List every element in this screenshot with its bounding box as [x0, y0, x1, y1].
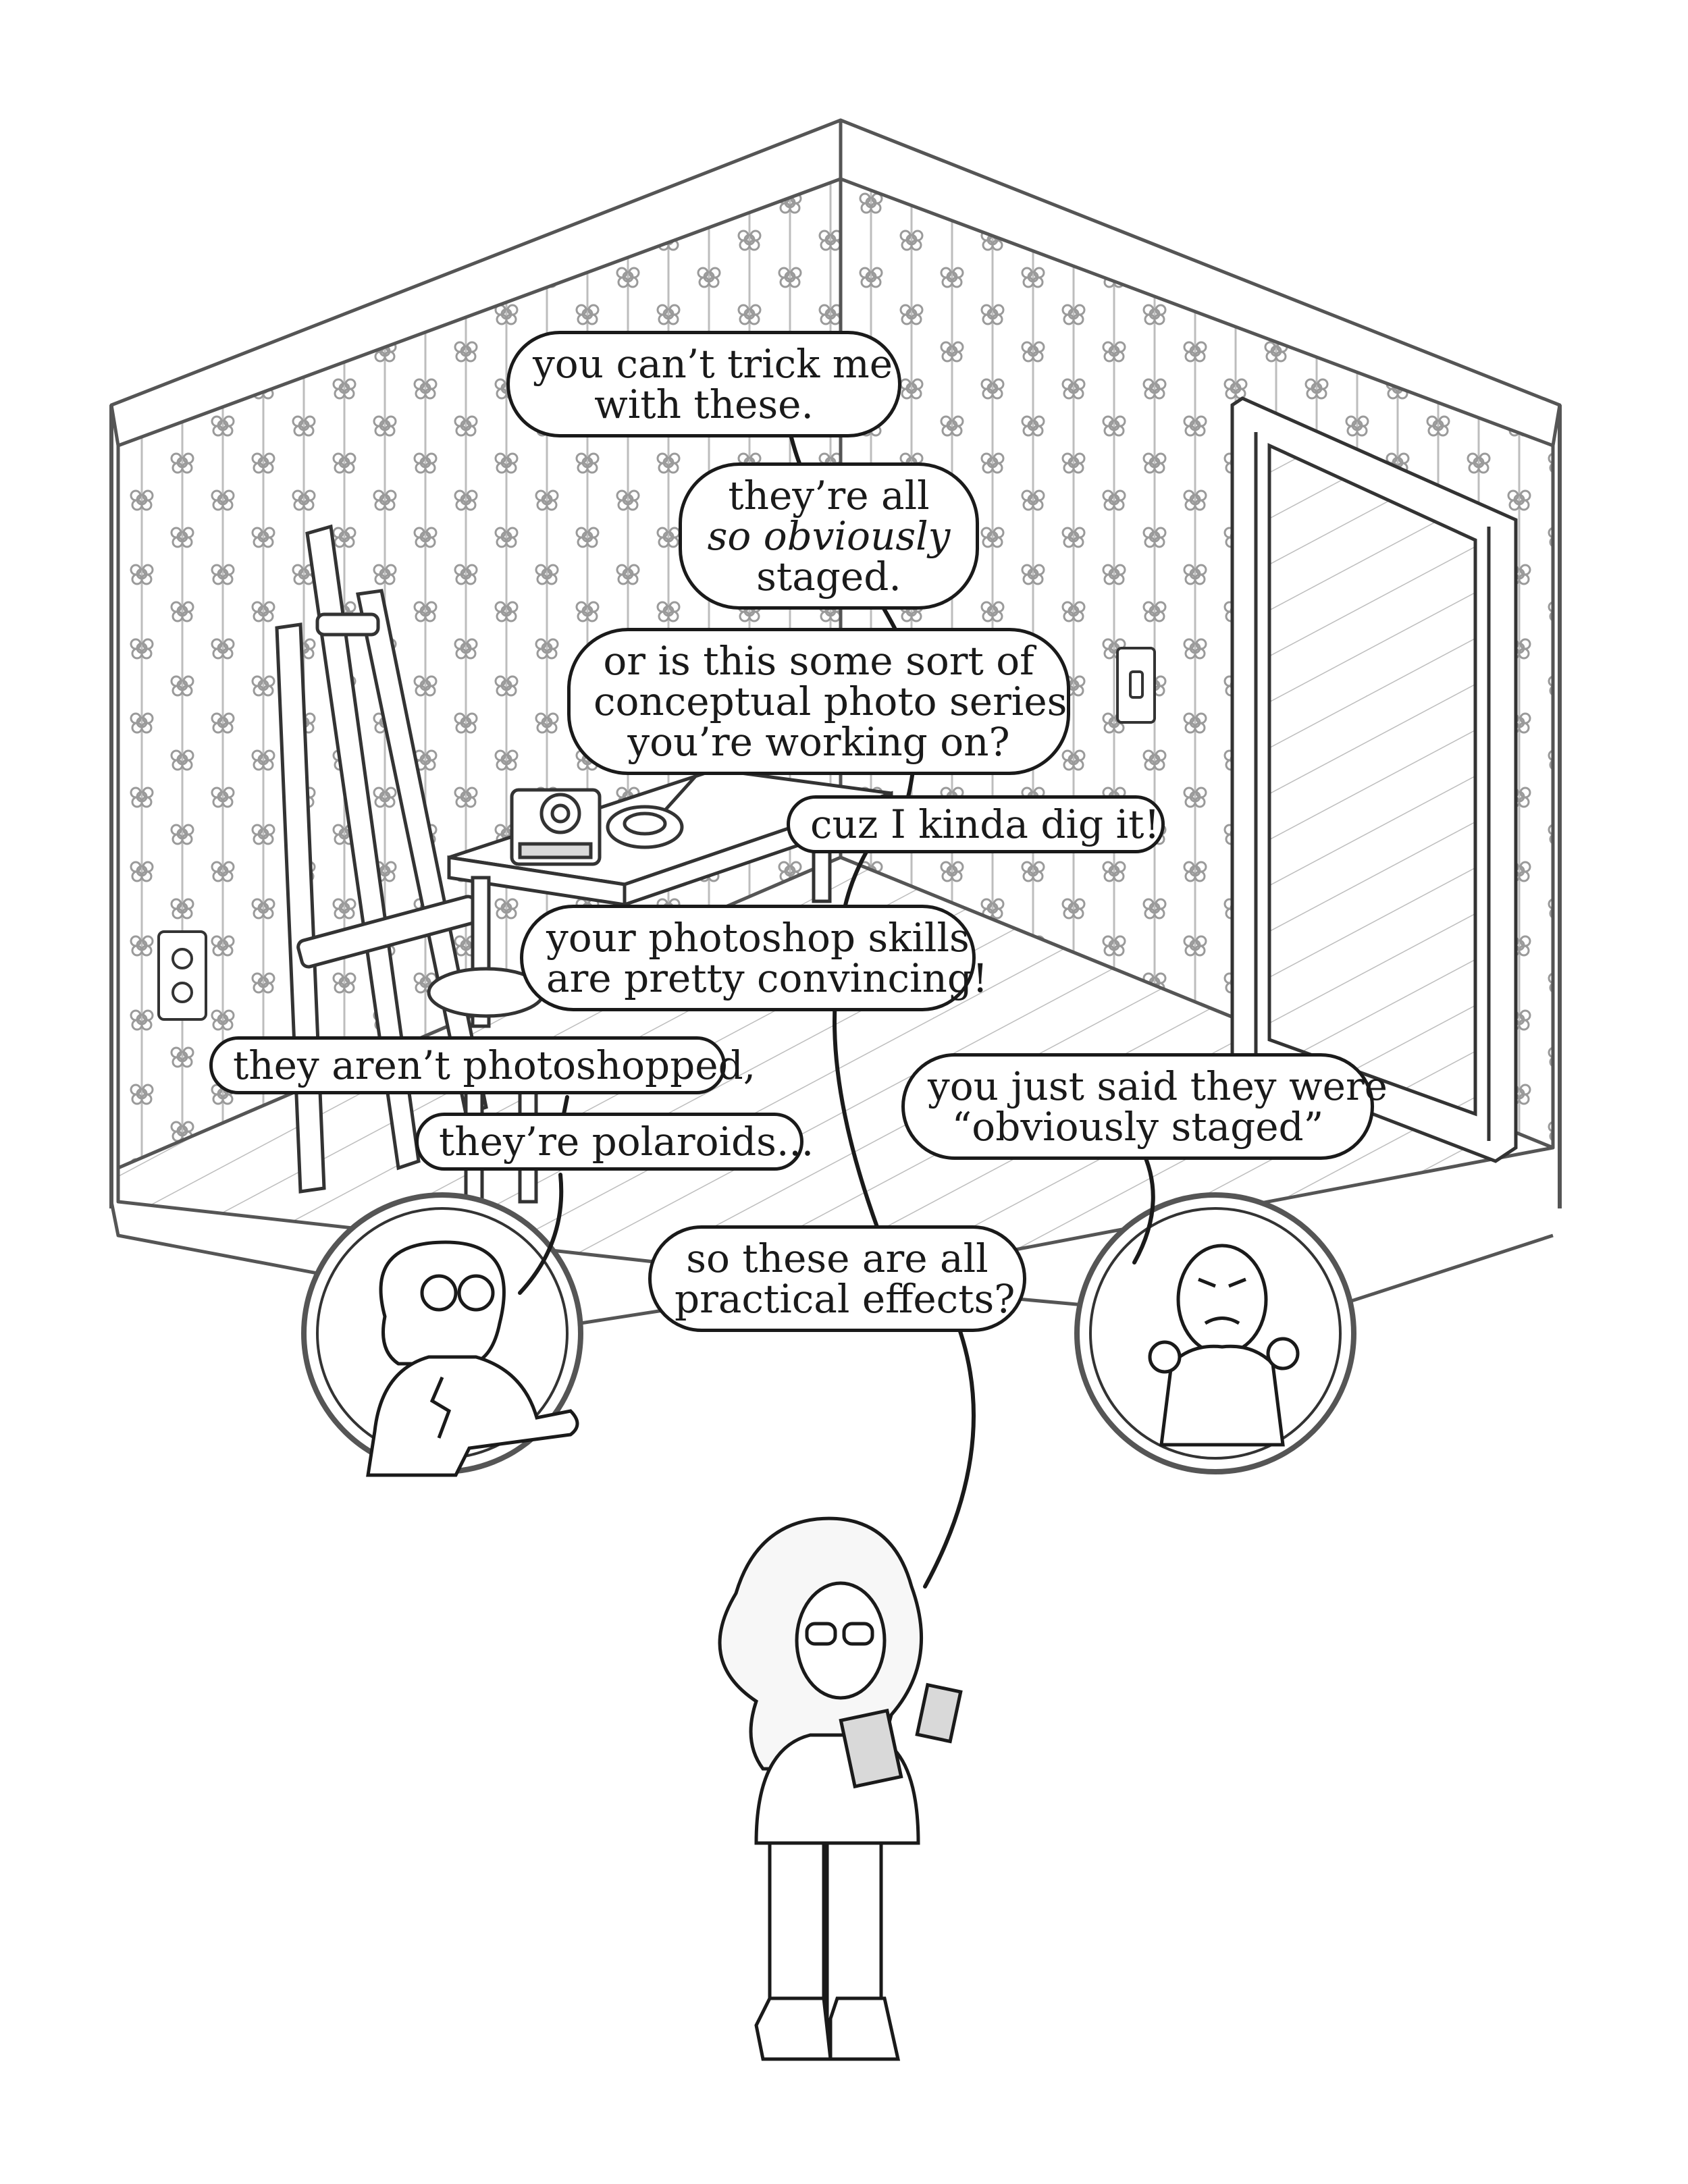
speech-bubble-staged: they’re all so obviously staged. [679, 462, 979, 610]
bubble-text-line: you can’t trick me [533, 341, 893, 387]
bubble-text-line: your photoshop skills [546, 915, 970, 961]
glasses-character [366, 1240, 579, 1477]
speech-bubble-not-photoshopped: they aren’t photoshopped, [209, 1036, 756, 1094]
frowning-character [1148, 1244, 1300, 1447]
bubble-text-line-italic: so obviously [707, 513, 951, 559]
bubble-text-line: or is this some sort of [603, 638, 1034, 684]
wall-outlet [157, 930, 207, 1021]
bubble-text-line: they’re polaroids... [439, 1119, 814, 1165]
light-switch [1116, 647, 1156, 724]
speech-bubble-trick: you can’t trick me with these. [506, 331, 901, 437]
bubble-text-line: are pretty convincing! [546, 955, 988, 1001]
bubble-text-line: they aren’t photoshopped, [233, 1042, 756, 1088]
bubble-text-line: cuz I kinda dig it! [810, 801, 1160, 847]
speech-bubble-photoshop: your photoshop skills are pretty convinc… [520, 905, 988, 1011]
speech-bubble-practical-effects: so these are all practical effects? [648, 1225, 1026, 1332]
speech-bubble-photo-series: or is this some sort of conceptual photo… [567, 628, 1070, 775]
crown-molding-right [839, 118, 1562, 448]
bubble-text-line: so these are all [686, 1235, 988, 1281]
bubble-text-line: staged. [756, 554, 901, 600]
standing-character [718, 1516, 963, 2061]
left-character-portrait [301, 1192, 583, 1477]
bubble-text-line: conceptual photo series [594, 678, 1067, 724]
bubble-text-line: you’re working on? [627, 719, 1010, 765]
bubble-text-line: with these. [594, 381, 814, 427]
bubble-text-line: “obviously staged” [951, 1104, 1324, 1150]
speech-bubble-obviously-staged: you just said they were “obviously stage… [901, 1053, 1388, 1160]
bubble-text-line: they’re all [728, 473, 930, 518]
dish [606, 775, 697, 849]
doorway [1230, 396, 1518, 1163]
right-character-portrait [1074, 1192, 1356, 1474]
speech-bubble-dig-it: cuz I kinda dig it! [787, 795, 1165, 853]
speech-bubble-polaroids: they’re polaroids... [415, 1113, 814, 1171]
stool [427, 967, 546, 1217]
bubble-text-line: practical effects? [675, 1276, 1016, 1322]
polaroid-camera [510, 788, 602, 866]
bubble-text-line: you just said they were [928, 1063, 1388, 1109]
